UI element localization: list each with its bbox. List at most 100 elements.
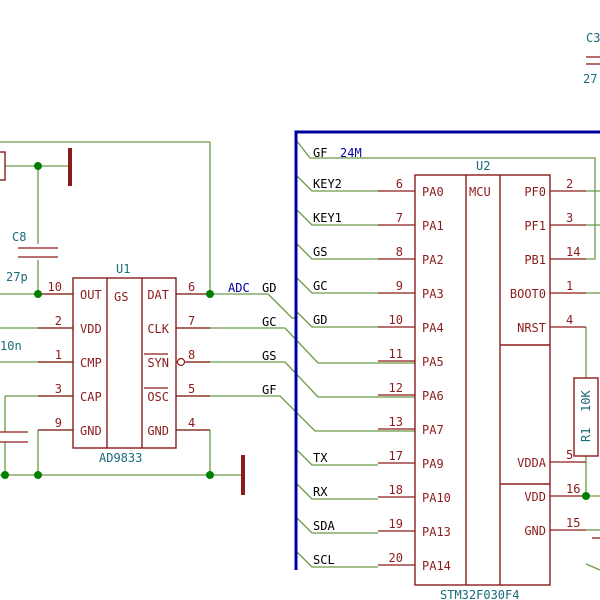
- bus-label: TX: [313, 451, 328, 465]
- junction-dot: [34, 290, 42, 298]
- pin-number: 10: [48, 280, 62, 294]
- bus-label: SCL: [313, 553, 335, 567]
- u1-ref: U1: [116, 262, 130, 276]
- pin-number: 14: [566, 245, 580, 259]
- bus-label: KEY1: [313, 211, 342, 225]
- bus-label-gf: GF: [313, 146, 327, 160]
- pin-number: 17: [389, 449, 403, 463]
- junction-dot: [206, 290, 214, 298]
- pin-name: OSC: [147, 390, 169, 404]
- u2-part: STM32F030F4: [440, 588, 519, 600]
- r1-ref: R1: [579, 428, 593, 442]
- c8-value: 27p: [6, 270, 28, 284]
- syn-inversion-bubble: [176, 357, 186, 367]
- wire-gd: [295, 310, 378, 328]
- pin-number: 9: [55, 416, 62, 430]
- pin-name: PA5: [422, 355, 444, 369]
- wire-pb1: [586, 230, 596, 260]
- pin-number: 19: [389, 517, 403, 531]
- pin-number: 2: [55, 314, 62, 328]
- wire-gnd15: [585, 563, 600, 571]
- partial-net-label: 10n: [0, 339, 22, 353]
- pin-name: SYN: [147, 356, 169, 370]
- pin-number: 3: [566, 211, 573, 225]
- pin-name: VDDA: [517, 456, 547, 470]
- pin-number: 5: [566, 448, 573, 462]
- bus-line: [294, 130, 600, 570]
- pin-number: 3: [55, 382, 62, 396]
- junction-dot: [582, 492, 590, 500]
- pin-number: 7: [396, 211, 403, 225]
- pin-number: 7: [188, 314, 195, 328]
- pin-name: PA3: [422, 287, 444, 301]
- u2-component: U2 MCU STM32F030F4 6PA07PA18PA29PA310PA4…: [378, 159, 586, 600]
- pin-name: PA7: [422, 423, 444, 437]
- pin-number: 11: [389, 347, 403, 361]
- bus-label: GS: [313, 245, 327, 259]
- pin-number: 13: [389, 415, 403, 429]
- bus-label: SDA: [313, 519, 335, 533]
- pin-name: BOOT0: [510, 287, 546, 301]
- pin-number: 15: [566, 516, 580, 530]
- pin-name: PA10: [422, 491, 451, 505]
- r1-body: [573, 377, 599, 457]
- pin-name: PA1: [422, 219, 444, 233]
- junctions: [1, 162, 590, 500]
- pin-name: VDD: [524, 490, 546, 504]
- pin-name: PA4: [422, 321, 444, 335]
- u1-unit-label: GS: [114, 290, 128, 304]
- wire-gf24m: [295, 139, 596, 230]
- pin-number: 18: [389, 483, 403, 497]
- pin-name: NRST: [517, 321, 546, 335]
- wire-clk-pa5: [176, 327, 415, 364]
- pin-name: PA6: [422, 389, 444, 403]
- wire-scl: [295, 550, 378, 568]
- junction-dot: [206, 471, 214, 479]
- u1-part: AD9833: [99, 451, 142, 465]
- wire-gc: [295, 276, 378, 294]
- wire-rx: [295, 482, 378, 500]
- pin-name: VDD: [80, 322, 102, 336]
- pin-name: PA14: [422, 559, 451, 573]
- junction-dot: [34, 162, 42, 170]
- pin-name: GND: [147, 424, 169, 438]
- junction-dot: [34, 471, 42, 479]
- pin-name: DAT: [147, 288, 169, 302]
- wire-sda: [295, 516, 378, 534]
- pin-number: 6: [396, 177, 403, 191]
- u2-unit-label: MCU: [469, 185, 491, 199]
- pin-name: PB1: [524, 253, 546, 267]
- pin-number: 20: [389, 551, 403, 565]
- u1-body: [72, 277, 177, 449]
- pin-number: 2: [566, 177, 573, 191]
- pin-name: PA2: [422, 253, 444, 267]
- u2-left-pins: 6PA07PA18PA29PA310PA411PA512PA613PA717PA…: [378, 177, 451, 573]
- wire-tx: [295, 448, 378, 466]
- wires: [0, 139, 600, 571]
- bus-label-24m: 24M: [340, 146, 362, 160]
- wire-key2: [295, 174, 378, 192]
- wire-key1: [295, 208, 378, 226]
- pin-name: CAP: [80, 390, 102, 404]
- pin-name: GND: [524, 524, 546, 538]
- bus-label: RX: [313, 485, 328, 499]
- pin-number: 6: [188, 280, 195, 294]
- pin-name: PA9: [422, 457, 444, 471]
- partial-resistor: [0, 151, 6, 181]
- u2-body: [414, 174, 551, 586]
- pin-name: PA0: [422, 185, 444, 199]
- pin-number: 4: [566, 313, 573, 327]
- c3-value: 27: [583, 72, 597, 86]
- u2-ref: U2: [476, 159, 490, 173]
- pin-name: PA13: [422, 525, 451, 539]
- pin-number: 5: [188, 382, 195, 396]
- pin-number: 8: [396, 245, 403, 259]
- pin-name: CLK: [147, 322, 169, 336]
- c8-ref: C8: [12, 230, 26, 244]
- pin-name: PF0: [524, 185, 546, 199]
- pin-number: 4: [188, 416, 195, 430]
